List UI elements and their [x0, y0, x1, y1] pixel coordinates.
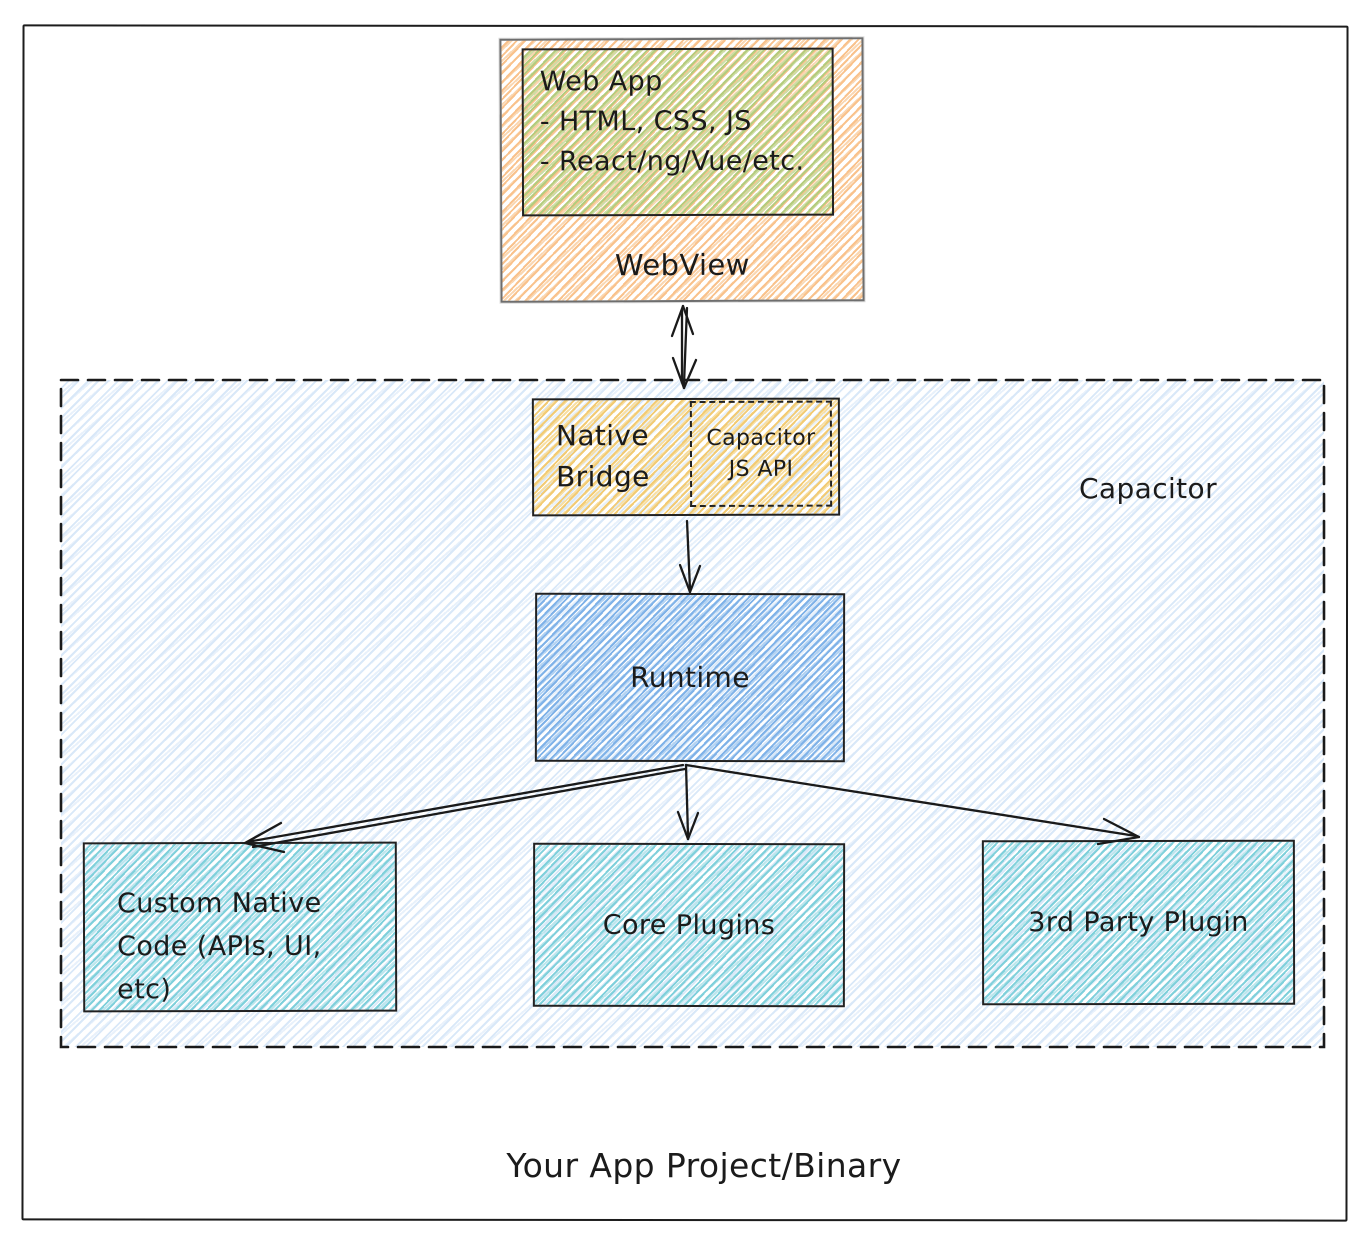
web-app-node: Web App - HTML, CSS, JS - React/ng/Vue/e…	[521, 47, 835, 217]
custom-native-code-line1: Custom Native	[116, 887, 322, 920]
js-api-line2: JS API	[728, 456, 794, 482]
js-api-line1: Capacitor	[706, 425, 816, 451]
native-bridge-line2: Bridge	[556, 460, 650, 494]
capacitor-js-api-node: Capacitor JS API	[689, 400, 833, 507]
webview-node: Web App - HTML, CSS, JS - React/ng/Vue/e…	[499, 37, 865, 303]
third-party-plugin-node: 3rd Party Plugin	[981, 839, 1296, 1006]
app-project-binary-label: Your App Project/Binary	[506, 1146, 902, 1185]
core-plugins-label: Core Plugins	[602, 909, 776, 941]
custom-native-code-line3: etc)	[117, 974, 172, 1006]
native-bridge-label: Native Bridge	[556, 415, 650, 497]
native-bridge-line1: Native	[555, 419, 650, 453]
web-app-bullet: - React/ng/Vue/etc.	[539, 145, 805, 178]
runtime-label: Runtime	[630, 660, 750, 695]
webview-label: WebView	[614, 247, 750, 283]
web-app-bullet: - HTML, CSS, JS	[539, 105, 752, 138]
native-bridge-node: Native Bridge Capacitor JS API	[531, 397, 841, 517]
runtime-node: Runtime	[534, 592, 846, 763]
capacitor-container-label: Capacitor	[1078, 472, 1218, 505]
custom-native-code-node: Custom Native Code (APIs, UI, etc)	[82, 841, 398, 1013]
third-party-plugin-label: 3rd Party Plugin	[1028, 906, 1249, 939]
custom-native-code-line2: Code (APIs, UI,	[117, 930, 322, 963]
core-plugins-node: Core Plugins	[532, 842, 846, 1008]
web-app-title: Web App	[539, 66, 663, 98]
